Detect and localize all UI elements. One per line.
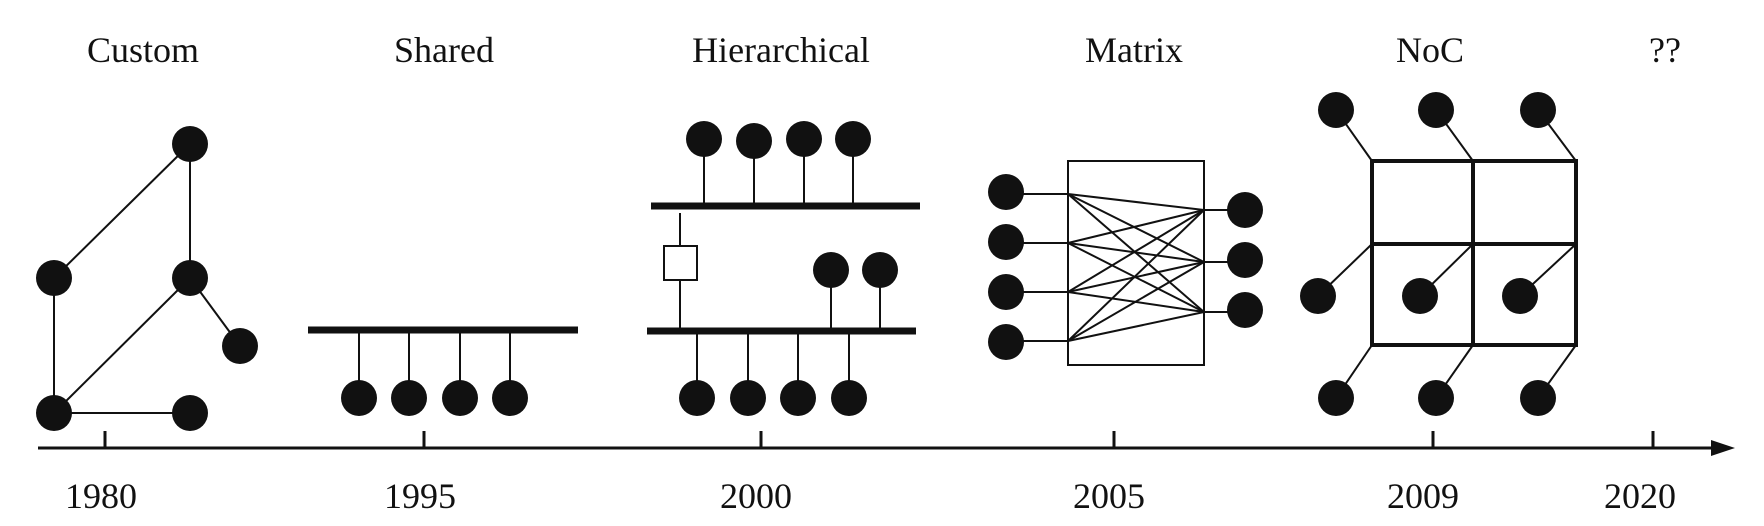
matrix-crossbar-box (1067, 160, 1205, 366)
matrix-output-node (1227, 192, 1263, 228)
matrix-topology (988, 160, 1263, 366)
custom-node (172, 126, 208, 162)
matrix-input-node (988, 224, 1024, 260)
noc-node (1318, 92, 1354, 128)
noc-node (1402, 278, 1438, 314)
year-label-1995: 1995 (384, 476, 456, 516)
shared-bus-node (442, 380, 478, 416)
hierarchical-node (736, 123, 772, 159)
timeline-axis (38, 431, 1735, 456)
noc-node (1502, 278, 1538, 314)
hierarchical-node (730, 380, 766, 416)
custom-node (222, 328, 258, 364)
matrix-input-node (988, 324, 1024, 360)
matrix-input-node (988, 274, 1024, 310)
shared-bus-node (492, 380, 528, 416)
shared-bus-topology (308, 326, 578, 416)
era-title-matrix: Matrix (1085, 30, 1183, 70)
hierarchical-node (679, 380, 715, 416)
noc-node (1520, 92, 1556, 128)
noc-node (1418, 92, 1454, 128)
matrix-crossbar-wires (1067, 193, 1205, 342)
era-title-custom: Custom (87, 30, 199, 70)
custom-topology (36, 126, 258, 431)
custom-node (36, 395, 72, 431)
custom-node (172, 395, 208, 431)
shared-bus-node (391, 380, 427, 416)
custom-link (53, 277, 191, 414)
matrix-output-node (1227, 292, 1263, 328)
hierarchical-bus-topology (647, 121, 920, 416)
hierarchical-node (786, 121, 822, 157)
year-label-2009: 2009 (1387, 476, 1459, 516)
shared-bus-node (341, 380, 377, 416)
timeline-arrowhead (1711, 440, 1735, 456)
hierarchical-node (835, 121, 871, 157)
noc-node (1300, 278, 1336, 314)
hierarchical-node (813, 252, 849, 288)
era-title-future: ?? (1649, 30, 1681, 70)
custom-link (53, 143, 191, 279)
noc-topology (1300, 92, 1578, 416)
noc-node (1418, 380, 1454, 416)
year-label-2005: 2005 (1073, 476, 1145, 516)
noc-node (1318, 380, 1354, 416)
noc-node (1520, 380, 1556, 416)
year-label-1980: 1980 (65, 476, 137, 516)
hierarchical-bridge-box (663, 245, 698, 281)
era-title-noc: NoC (1396, 30, 1464, 70)
era-title-hierarchical: Hierarchical (692, 30, 870, 70)
year-label-2020: 2020 (1604, 476, 1676, 516)
era-title-shared: Shared (394, 30, 494, 70)
matrix-output-node (1227, 242, 1263, 278)
custom-node (36, 260, 72, 296)
matrix-input-node (988, 174, 1024, 210)
hierarchical-node (686, 121, 722, 157)
hierarchical-node (831, 380, 867, 416)
hierarchical-node (780, 380, 816, 416)
hierarchical-node (862, 252, 898, 288)
year-label-2000: 2000 (720, 476, 792, 516)
custom-node (172, 260, 208, 296)
